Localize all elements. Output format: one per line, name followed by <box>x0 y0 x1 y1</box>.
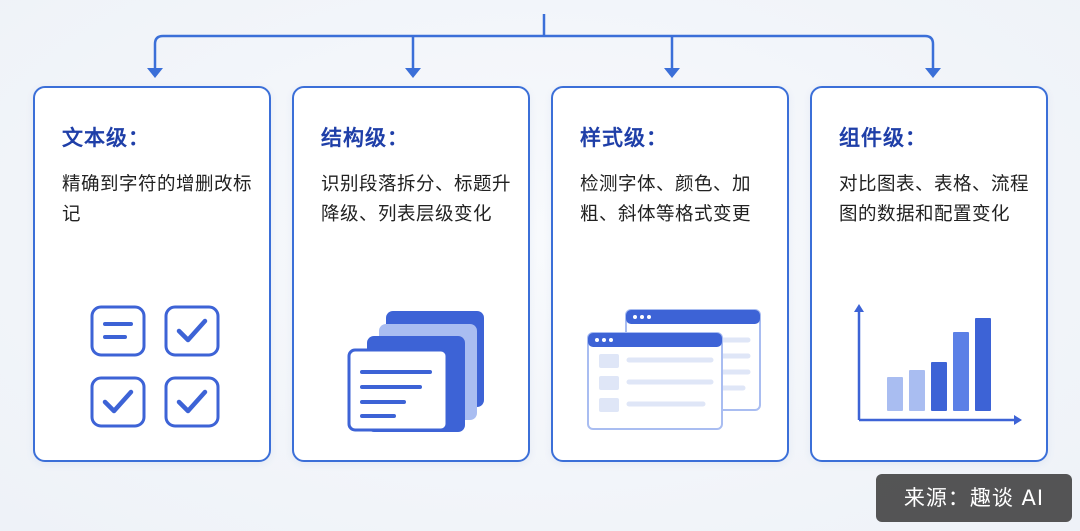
browser-windows-icon <box>587 309 761 430</box>
card-structure-level: 结构级： 识别段落拆分、标题升降级、列表层级变化 <box>292 86 530 462</box>
checklist-icon <box>90 305 220 428</box>
stacked-documents-icon <box>347 311 484 432</box>
card-title: 文本级： <box>62 126 150 150</box>
card-description: 精确到字符的增删改标记 <box>62 174 253 225</box>
arrow-head-1 <box>147 68 163 78</box>
card-text-level: 文本级： 精确到字符的增删改标记 <box>33 86 271 462</box>
source-badge: 来源：趣谈 AI <box>876 474 1072 522</box>
card-description: 检测字体、颜色、加粗、斜体等格式变更 <box>580 174 752 225</box>
card-style-level: 样式级： 检测字体、颜色、加粗、斜体等格式变更 <box>551 86 789 462</box>
branch-line <box>153 34 935 74</box>
arrow-head-2 <box>405 68 421 78</box>
bar-chart-icon <box>854 304 1022 425</box>
card-component-level: 组件级： 对比图表、表格、流程图的数据和配置变化 <box>810 86 1048 462</box>
arrow-head-4 <box>925 68 941 78</box>
card-title: 样式级： <box>580 126 668 150</box>
card-description: 对比图表、表格、流程图的数据和配置变化 <box>839 174 1030 225</box>
card-description: 识别段落拆分、标题升降级、列表层级变化 <box>321 174 512 225</box>
card-title: 结构级： <box>321 126 409 150</box>
card-title: 组件级： <box>839 126 927 150</box>
arrow-head-3 <box>664 68 680 78</box>
